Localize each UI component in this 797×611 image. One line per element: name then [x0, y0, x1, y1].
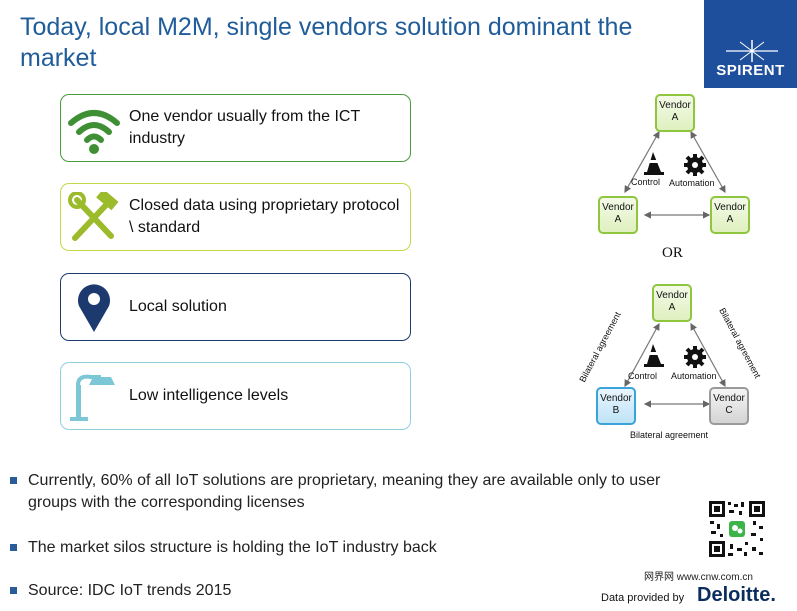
traffic-cone-icon [644, 344, 664, 367]
vendor-node-right: Vendor A [710, 196, 750, 234]
control-label: Control [628, 371, 658, 381]
bullet-item: Source: IDC IoT trends 2015 [10, 580, 710, 602]
feature-text: Local solution [129, 298, 227, 315]
vendor-node-left: Vendor A [598, 196, 638, 234]
logo-text: SPIRENT [716, 62, 785, 79]
feature-text: Closed data using proprietary protocol \… [129, 197, 400, 236]
bullet-square-icon [10, 477, 17, 484]
feature-closed-data: Closed data using proprietary protocol \… [60, 183, 411, 251]
vendor-node-top: Vendor A [652, 284, 692, 322]
feature-one-vendor: One vendor usually from the ICT industry [60, 94, 411, 162]
slide-title: Today, local M2M, single vendors solutio… [20, 13, 633, 72]
bullet-item: The market silos structure is holding th… [10, 537, 710, 559]
tools-icon [68, 192, 119, 241]
vendor-node-right: Vendor C [709, 387, 749, 425]
or-label: OR [662, 245, 683, 261]
gear-icon [684, 346, 706, 368]
vendor-node-top: Vendor A [655, 94, 695, 132]
feature-text: Low intelligence levels [129, 387, 289, 404]
vendor-node-left: Vendor B [596, 387, 636, 425]
traffic-cone-icon [644, 152, 664, 175]
agreement-label-bottom: Bilateral agreement [630, 430, 709, 440]
wifi-icon [68, 110, 120, 154]
control-label: Control [631, 177, 661, 187]
feature-local-solution: Local solution [60, 273, 411, 341]
automation-label: Automation [669, 178, 715, 188]
star-burst-icon [726, 40, 778, 62]
watermark: 网界网 www.cnw.com.cn [644, 572, 753, 583]
location-pin-icon [78, 284, 110, 332]
provided-by-label: Data provided by [601, 592, 685, 604]
spirent-logo: SPIRENT [704, 0, 797, 88]
feature-low-intelligence: Low intelligence levels [60, 362, 411, 430]
qr-code-icon [708, 500, 766, 558]
bullet-item: Currently, 60% of all IoT solutions are … [10, 470, 710, 514]
automation-label: Automation [671, 371, 717, 381]
deloitte-logo: Deloitte. [697, 584, 776, 606]
vendor-diagram: Vendor A Vendor A Vendor A Control Autom… [575, 88, 785, 448]
gear-icon [684, 154, 706, 176]
feature-text: One vendor usually from the ICT industry [129, 108, 360, 147]
street-lamp-icon [70, 374, 115, 421]
bullet-square-icon [10, 544, 17, 551]
diagram-arrows [624, 130, 726, 408]
bullet-square-icon [10, 587, 17, 594]
